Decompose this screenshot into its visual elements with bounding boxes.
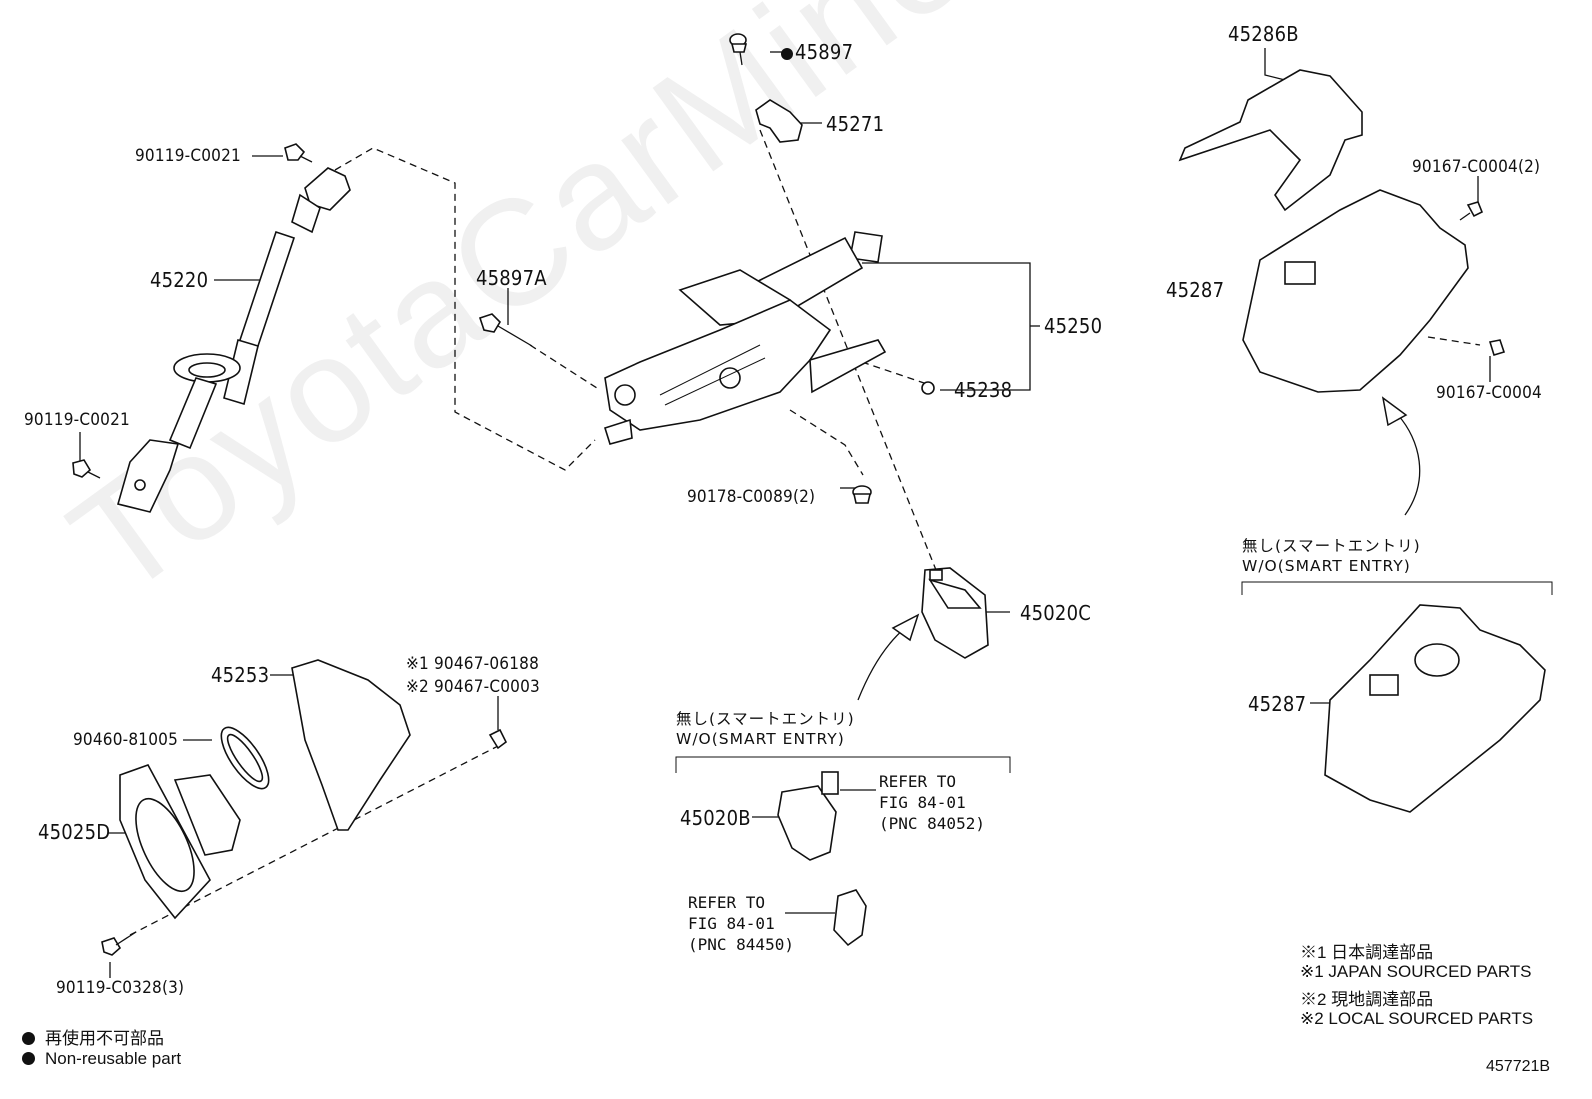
footnote-local-sourced-en: ※2 LOCAL SOURCED PARTS [1300, 1009, 1534, 1028]
part-label-45253: 45253 [211, 663, 270, 687]
part-label-90467-2: ※2 90467-C0003 [406, 677, 540, 697]
switch-45020b [777, 771, 839, 861]
note-wo-smart-entry-jp-center: 無し(スマートエントリ) [676, 710, 855, 728]
note-wo-smart-entry-en-center: W/O(SMART ENTRY) [676, 730, 845, 748]
part-label-45897: 45897 [781, 40, 853, 64]
footnote-japan-sourced-jp: ※1 日本調達部品 [1300, 943, 1434, 962]
upper-cover-45286b [1178, 69, 1363, 212]
clip-90467 [488, 728, 508, 750]
part-label-45271: 45271 [826, 112, 885, 136]
part-label-45238: 45238 [954, 378, 1013, 402]
legend-non-reusable-jp: 再使用不可部品 [22, 1024, 164, 1049]
part-label-90178: 90178-C0089(2) [687, 487, 816, 507]
footnote-japan-sourced-en: ※1 JAPAN SOURCED PARTS [1300, 962, 1532, 981]
part-84450 [833, 889, 867, 947]
part-label-90167-2: 90167-C0004(2) [1412, 157, 1541, 177]
seal-90460 [220, 726, 270, 790]
part-label-45286b: 45286B [1228, 22, 1299, 46]
note-wo-smart-entry-jp-right: 無し(スマートエントリ) [1242, 537, 1421, 555]
non-reusable-dot-icon [22, 1052, 35, 1065]
lock-45020c [921, 567, 989, 659]
non-reusable-dot-icon [22, 1032, 35, 1045]
bolts-90167 [1459, 201, 1506, 356]
arrows [857, 396, 1421, 701]
brackets [675, 581, 1553, 773]
leader-lines [79, 48, 1491, 978]
non-reusable-marker [781, 48, 793, 60]
part-label-45220: 45220 [150, 268, 209, 292]
nut-45238 [921, 381, 935, 395]
bolt-45897 [729, 33, 748, 66]
bolt-90119-c0328 [101, 931, 137, 956]
footnote-local-sourced-jp: ※2 現地調達部品 [1300, 990, 1434, 1009]
part-label-45897a: 45897A [476, 266, 547, 290]
part-label-90119-bottom: 90119-C0328(3) [56, 978, 185, 998]
part-label-45287-bottom: 45287 [1248, 692, 1307, 716]
cover-45253 [291, 659, 411, 831]
boot-45025d [119, 764, 241, 920]
steering-column-45250 [603, 231, 887, 445]
clip-90178 [852, 485, 872, 504]
lower-cover-45287-bottom [1324, 604, 1546, 813]
part-label-45250: 45250 [1044, 314, 1103, 338]
part-label-45020b: 45020B [680, 806, 751, 830]
figure-id: 457721B [1486, 1058, 1551, 1075]
part-label-90167: 90167-C0004 [1436, 383, 1542, 403]
clip-45271 [755, 99, 803, 143]
part-label-90119-mid: 90119-C0021 [24, 410, 130, 430]
bolt-45897a [478, 313, 533, 347]
note-wo-smart-entry-en-right: W/O(SMART ENTRY) [1242, 557, 1411, 575]
part-label-90119-top: 90119-C0021 [135, 146, 241, 166]
part-label-45020c: 45020C [1020, 601, 1091, 625]
bolts-90119-c0021 [72, 143, 313, 479]
refer-fig-84052[interactable]: REFER TO FIG 84-01 (PNC 84052) [879, 772, 985, 833]
part-label-90467-1: ※1 90467-06188 [406, 654, 540, 674]
lower-cover-45287-top [1242, 189, 1469, 393]
part-label-90460: 90460-81005 [73, 730, 179, 750]
legend-non-reusable-en: Non-reusable part [22, 1049, 181, 1069]
intermediate-shaft-45220 [117, 167, 351, 513]
refer-fig-84450[interactable]: REFER TO FIG 84-01 (PNC 84450) [688, 893, 794, 954]
part-label-45287-top: 45287 [1166, 278, 1225, 302]
part-label-45025d: 45025D [38, 820, 111, 844]
